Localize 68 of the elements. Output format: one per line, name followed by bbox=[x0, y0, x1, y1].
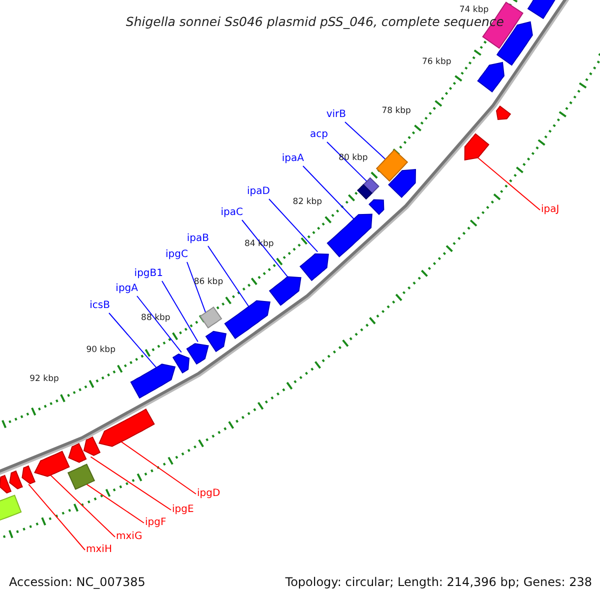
leader-line bbox=[86, 484, 144, 524]
gene-segment bbox=[34, 450, 70, 477]
leader-line bbox=[108, 312, 157, 368]
gene-segment bbox=[0, 474, 12, 494]
gene-segment bbox=[326, 214, 372, 258]
gene-box bbox=[67, 464, 96, 490]
gene-segment bbox=[22, 465, 36, 484]
leader-line bbox=[208, 246, 250, 308]
gene-label: ipgF bbox=[145, 518, 166, 528]
gene-label: ipaA bbox=[282, 154, 304, 164]
gene-label: acp bbox=[310, 130, 328, 140]
gene-label: ipgA bbox=[116, 284, 138, 294]
gene-segment bbox=[98, 408, 155, 447]
leader-line bbox=[50, 474, 116, 538]
gene-box bbox=[357, 184, 373, 200]
summary-text: Topology: circular; Length: 214,396 bp; Genes: 238 bbox=[285, 576, 592, 588]
leader-line bbox=[120, 441, 196, 494]
gene-label: ipgB1 bbox=[134, 269, 163, 279]
gene-segment bbox=[205, 330, 227, 352]
scale-label: 76 kbp bbox=[422, 58, 452, 66]
gene-label: mxiG bbox=[116, 532, 142, 542]
leader-line bbox=[302, 166, 354, 220]
leader-line bbox=[186, 262, 206, 314]
scale-label: 92 kbp bbox=[30, 375, 59, 384]
accession-text: Accession: NC_007385 bbox=[9, 576, 146, 588]
gene-segment bbox=[130, 364, 176, 399]
leader-line bbox=[268, 198, 318, 252]
leader-line bbox=[162, 280, 198, 342]
gene-label: icsB bbox=[90, 301, 110, 311]
gene-segment bbox=[464, 133, 490, 160]
scale-label: 82 kbp bbox=[292, 198, 322, 207]
scale-label: 90 kbp bbox=[86, 346, 116, 354]
leader-line bbox=[477, 157, 540, 210]
gene-segment bbox=[527, 0, 556, 20]
leader-line bbox=[242, 220, 288, 278]
gene-segment bbox=[9, 470, 23, 490]
gene-segment bbox=[496, 106, 512, 120]
scale-label: 78 kbp bbox=[382, 107, 411, 116]
gene-segment bbox=[186, 343, 209, 365]
gene-label: ipaC bbox=[220, 208, 243, 218]
scale-label: 74 kbp bbox=[459, 6, 489, 15]
gene-segment bbox=[83, 436, 101, 456]
scale-label: 86 kbp bbox=[194, 278, 224, 287]
gene-label: ipgE bbox=[172, 505, 194, 515]
gene-label: ipaD bbox=[247, 187, 270, 197]
gene-segment bbox=[388, 168, 416, 198]
gene-segment bbox=[224, 300, 270, 340]
leader-line bbox=[136, 296, 182, 353]
gene-label: mxiH bbox=[86, 545, 112, 555]
gene-segment bbox=[68, 442, 87, 463]
gene-segment bbox=[477, 62, 505, 92]
gene-segment bbox=[172, 354, 190, 374]
leader-line bbox=[90, 456, 172, 510]
gene-label: virB bbox=[326, 110, 346, 120]
leader-line bbox=[326, 142, 368, 182]
gene-label: ipaB bbox=[186, 234, 209, 244]
gene-box bbox=[362, 177, 380, 194]
gene-box bbox=[200, 306, 222, 328]
leader-line bbox=[344, 122, 386, 160]
gene-label: ipgC bbox=[166, 250, 188, 260]
scale-label: 88 kbp bbox=[141, 314, 170, 322]
gene-segment bbox=[368, 199, 384, 216]
gene-segment bbox=[268, 276, 302, 306]
gene-label: ipaJ bbox=[541, 205, 560, 215]
gene-label: ipgD bbox=[197, 489, 220, 499]
gene-box bbox=[376, 149, 408, 182]
leader-line bbox=[28, 484, 86, 550]
gene-segment bbox=[300, 253, 329, 282]
